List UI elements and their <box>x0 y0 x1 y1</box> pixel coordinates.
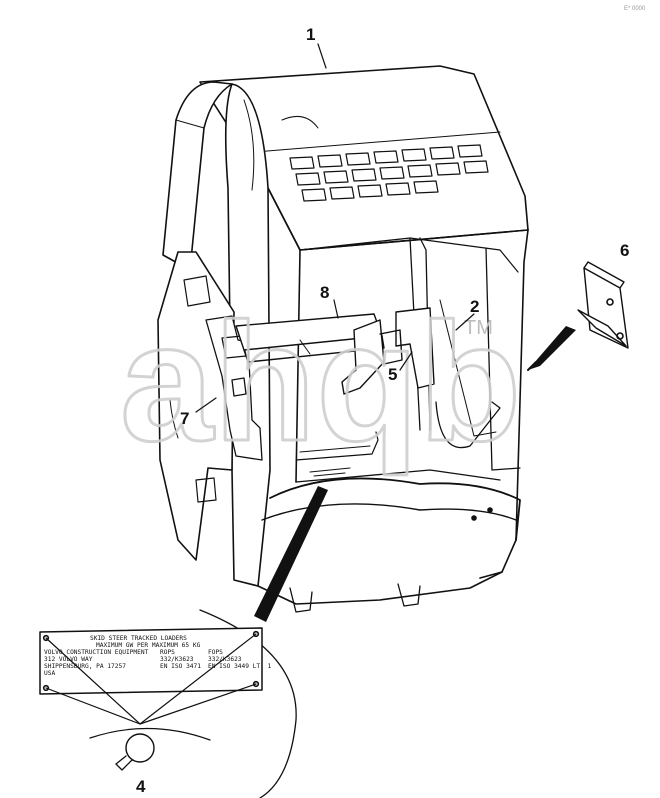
callout-numbers: 1 2 4 5 6 7 8 <box>136 25 629 796</box>
bracket-assembly-5 <box>341 307 435 395</box>
plate-col2-0: ROPS <box>160 649 175 656</box>
data-plate-text: SKID STEER TRACKED LOADERS MAXIMUM GW PE… <box>44 635 272 677</box>
detail-6-bracket <box>527 261 629 371</box>
plate-col3-1: 332/K3623 <box>208 656 242 663</box>
callout-8: 8 <box>320 283 329 302</box>
plate-line-2: MAXIMUM GW PER MAXIMUM 65 KG <box>96 642 201 649</box>
callout-7: 7 <box>180 409 189 428</box>
rivet-detail <box>125 733 155 763</box>
plate-col2-1: 332/K3623 <box>160 656 194 663</box>
cab-base-sill <box>257 477 521 613</box>
plate-col1-3: USA <box>44 670 55 677</box>
mounting-bracket-7 <box>205 315 263 461</box>
plate-col2-2: EN ISO 3471 <box>160 663 201 670</box>
corner-code: E* 0000 <box>624 6 646 12</box>
callout-1: 1 <box>306 25 315 44</box>
plate-col1-0: VOLVO CONSTRUCTION EQUIPMENT <box>44 649 149 656</box>
plate-col3-2: EN ISO 3449 LT. 1 <box>208 663 272 670</box>
plate-col1-1: 312 VOLVO WAY <box>44 656 93 663</box>
data-plate <box>39 627 263 695</box>
roof-vent-grille <box>289 144 489 202</box>
plate-col3-0: FOPS <box>208 649 223 656</box>
watermark-text: ahqb <box>120 288 521 476</box>
plate-line-1: SKID STEER TRACKED LOADERS <box>90 635 187 642</box>
callout-4: 4 <box>136 777 146 796</box>
plate-col1-2: SHIPPENSBURG, PA 17257 <box>44 663 126 670</box>
callout-5: 5 <box>388 365 397 384</box>
callout-leaders <box>195 43 475 413</box>
callout-2: 2 <box>470 297 479 316</box>
callout-6: 6 <box>620 241 629 260</box>
detail-4-plate-inset <box>39 486 328 798</box>
watermark-mark: TM <box>464 317 493 339</box>
cab-roof <box>199 65 529 251</box>
watermark: ahqb TM <box>119 287 523 478</box>
